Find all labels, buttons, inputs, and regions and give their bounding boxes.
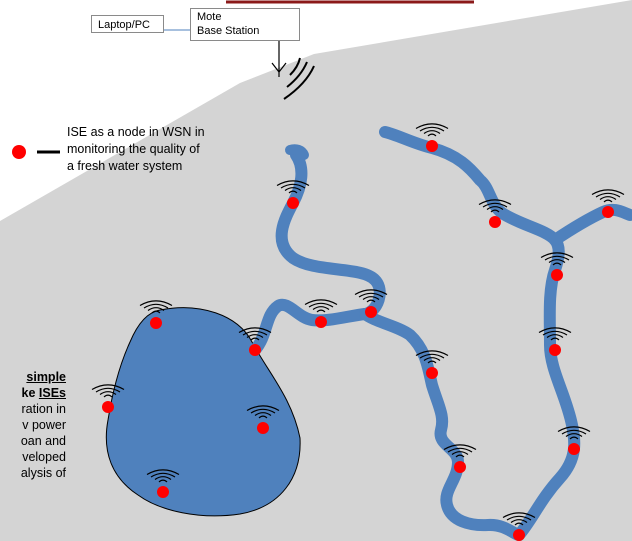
node-dot <box>315 316 327 328</box>
side-line-6: veloped <box>22 450 66 464</box>
mote-label: Mote <box>197 11 222 23</box>
signal-icon <box>538 327 572 341</box>
laptop-pc-box: Laptop/PC <box>91 15 164 33</box>
legend-text: ISE as a node in WSN in monitoring the q… <box>67 124 267 175</box>
river-lake-connector <box>249 298 371 356</box>
side-line-2: ke ISEs <box>21 386 67 400</box>
node-dot <box>102 401 114 413</box>
signal-icon <box>415 123 449 137</box>
river-middle-descent <box>359 308 525 541</box>
laptop-label: Laptop/PC <box>98 19 150 31</box>
node-dot <box>249 344 261 356</box>
signal-icon <box>478 199 512 213</box>
sensor-node <box>238 327 272 356</box>
node-dot <box>150 317 162 329</box>
node-dot <box>454 461 466 473</box>
sensor-node <box>502 512 536 541</box>
node-dot <box>489 216 501 228</box>
side-line-3: ration in <box>21 402 66 416</box>
legend-line-1: ISE as a node in WSN in <box>67 125 205 139</box>
sensor-node <box>478 199 512 228</box>
node-dot <box>513 529 525 541</box>
base-station-label: Base Station <box>197 25 260 37</box>
side-line-7: alysis of <box>20 466 66 480</box>
sensor-node <box>415 350 449 379</box>
signal-icon <box>91 384 125 398</box>
side-paragraph: simple ke ISEs ration in v power oan and… <box>0 369 66 481</box>
sensor-node <box>540 252 574 281</box>
mote-base-station-box: Mote Base Station <box>190 8 300 41</box>
sensor-node <box>91 384 125 413</box>
node-dot <box>426 367 438 379</box>
sensor-node <box>354 289 388 318</box>
side-line-4: v power <box>22 418 66 432</box>
sensor-node <box>591 189 625 218</box>
node-dot <box>551 269 563 281</box>
signal-icon <box>502 512 536 526</box>
base-station-antenna <box>271 41 315 100</box>
signal-icon <box>139 300 173 314</box>
node-dot <box>287 197 299 209</box>
node-dot <box>157 486 169 498</box>
legend-line-3: a fresh water system <box>67 159 183 173</box>
ises-term: ISEs <box>38 386 66 400</box>
signal-icon <box>354 289 388 303</box>
sensor-node <box>557 426 591 455</box>
side-line-1: simple <box>26 370 66 384</box>
sensor-node <box>146 469 180 498</box>
node-dot <box>549 344 561 356</box>
node-dot <box>426 140 438 152</box>
sensor-node <box>139 300 173 329</box>
signal-icon <box>246 405 280 419</box>
side-line-5: oan and <box>20 434 66 448</box>
signal-icon <box>415 350 449 364</box>
node-dot <box>568 443 580 455</box>
signal-icon <box>557 426 591 440</box>
sensor-node <box>415 123 449 152</box>
signal-icon <box>276 180 310 194</box>
river-tip <box>285 144 309 160</box>
signal-icon <box>146 469 180 483</box>
signal-icon <box>540 252 574 266</box>
legend-node-dot <box>12 145 26 159</box>
sensor-node <box>276 180 310 209</box>
legend-line-2: monitoring the quality of <box>67 142 200 156</box>
sensor-node <box>246 405 280 434</box>
signal-icon <box>304 299 338 313</box>
node-dot <box>602 206 614 218</box>
sensor-node <box>304 299 338 328</box>
node-dot <box>365 306 377 318</box>
sensor-nodes <box>91 123 625 541</box>
signal-icon <box>591 189 625 203</box>
signal-icon <box>238 327 272 341</box>
sensor-node <box>538 327 572 356</box>
node-dot <box>257 422 269 434</box>
signal-icon <box>443 444 477 458</box>
sensor-node <box>443 444 477 473</box>
river-upper-left <box>275 149 386 320</box>
